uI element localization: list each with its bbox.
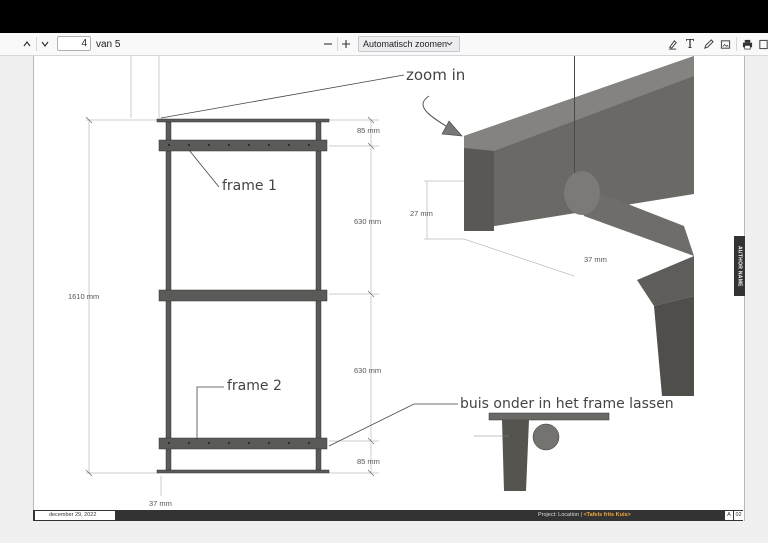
top-gap-dimension: 85 mm — [357, 126, 380, 135]
pdf-page: zoom in frame 1 frame 2 buis onder in he… — [33, 56, 745, 521]
pen-icon — [703, 38, 714, 49]
save-button[interactable] — [757, 33, 768, 55]
document-icon — [758, 39, 768, 49]
footer-project: Project: Location | <Tafels frits Kuis> — [538, 510, 631, 521]
page-footer: december 29, 2022 Project: Location | <T… — [33, 510, 743, 521]
chevron-down-icon — [41, 41, 49, 47]
zoom-in-label: zoom in — [406, 66, 466, 84]
footer-sheet-number: 02 — [734, 511, 743, 520]
weld-note-label: buis onder in het frame lassen — [460, 396, 674, 412]
chevron-up-icon — [23, 41, 31, 47]
author-name-tab: AUTHOR NAME — [734, 236, 745, 296]
upper-span-dimension: 630 mm — [354, 217, 382, 226]
zoom-select-value: Automatisch zoomen — [363, 39, 448, 49]
image-icon — [720, 39, 730, 49]
zoom-in-button[interactable] — [340, 33, 352, 55]
page-number-input[interactable]: 4 — [57, 36, 91, 51]
tube-width-dimension: 37 mm — [149, 499, 172, 508]
footer-sheet-letter: A — [725, 511, 733, 520]
highlight-button[interactable] — [666, 33, 678, 55]
toolbar-separator — [337, 37, 338, 51]
top-black-bar — [0, 0, 768, 33]
detail-width-dimension: 37 mm — [584, 255, 607, 264]
add-image-button[interactable] — [719, 33, 731, 55]
next-page-button[interactable] — [38, 33, 52, 55]
pdf-toolbar: 4 van 5 Automatisch zoomen T — [0, 33, 768, 56]
frame-1-label: frame 1 — [222, 178, 277, 194]
chevron-down-icon — [446, 41, 453, 46]
viewer-bottom-area — [0, 521, 768, 543]
footer-date: december 29, 2022 — [35, 511, 115, 520]
footer-project-name: <Tafels frits Kuis> — [583, 512, 631, 518]
previous-page-button[interactable] — [20, 33, 34, 55]
plus-icon — [342, 40, 350, 48]
toolbar-separator — [36, 37, 37, 51]
text-tool-button[interactable]: T — [684, 33, 696, 55]
draw-button[interactable] — [702, 33, 714, 55]
zoom-out-button[interactable] — [322, 33, 334, 55]
frame-2-label: frame 2 — [227, 378, 282, 394]
footer-project-prefix: Project: Location | — [538, 512, 582, 518]
minus-icon — [324, 43, 332, 45]
page-total-label: van 5 — [96, 38, 121, 50]
bottom-gap-dimension: 85 mm — [357, 457, 380, 466]
technical-drawing — [85, 56, 694, 496]
highlighter-icon — [668, 39, 677, 50]
toolbar-separator — [736, 37, 737, 51]
lower-span-dimension: 630 mm — [354, 366, 382, 375]
print-button[interactable] — [741, 33, 753, 55]
total-height-dimension: 1610 mm — [68, 292, 100, 301]
zoom-select[interactable]: Automatisch zoomen — [358, 36, 460, 52]
text-icon: T — [685, 37, 694, 51]
print-icon — [742, 39, 752, 49]
document-viewer[interactable]: zoom in frame 1 frame 2 buis onder in he… — [0, 56, 768, 543]
detail-height-dimension: 27 mm — [410, 209, 433, 218]
